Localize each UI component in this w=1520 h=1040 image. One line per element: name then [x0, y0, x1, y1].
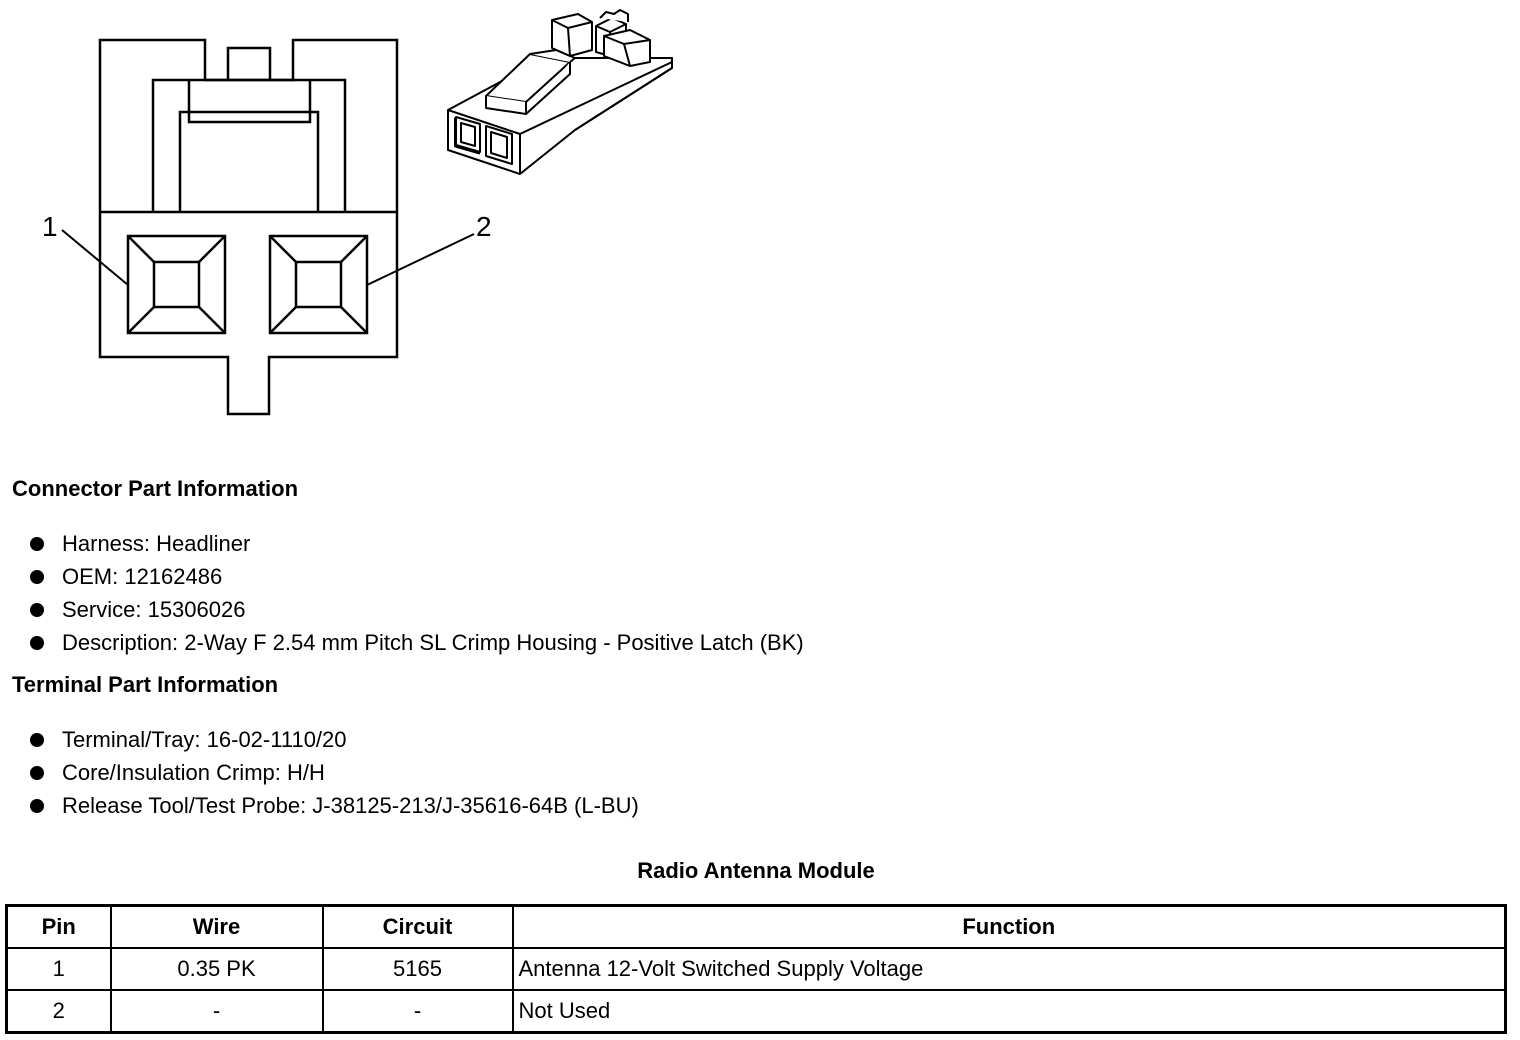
bullet-icon	[30, 766, 44, 780]
list-item: Terminal/Tray: 16-02-1110/20	[28, 723, 639, 756]
column-header-circuit: Circuit	[321, 904, 514, 949]
list-item: Core/Insulation Crimp: H/H	[28, 756, 639, 789]
bullet-icon	[30, 537, 44, 551]
pin-cell: 1	[5, 947, 112, 991]
bullet-icon	[30, 636, 44, 650]
pinout-table: Pin Wire Circuit Function 1 0.35 PK 5165…	[5, 904, 1507, 1034]
pin-2-cavity	[268, 234, 369, 335]
bullet-icon	[30, 603, 44, 617]
function-cell: Not Used	[511, 989, 1507, 1034]
list-item: Harness: Headliner	[28, 527, 804, 560]
table-header-row: Pin Wire Circuit Function	[5, 904, 1507, 949]
column-header-function: Function	[511, 904, 1507, 949]
table-row: 2 - - Not Used	[5, 989, 1507, 1034]
bullet-icon	[30, 799, 44, 813]
list-item: OEM: 12162486	[28, 560, 804, 593]
pin-1-cavity	[126, 234, 227, 335]
list-item: Release Tool/Test Probe: J-38125-213/J-3…	[28, 789, 639, 822]
table-row: 1 0.35 PK 5165 Antenna 12-Volt Switched …	[5, 947, 1507, 991]
wire-cell: -	[109, 989, 324, 1034]
column-header-wire: Wire	[109, 904, 324, 949]
circuit-cell: -	[321, 989, 514, 1034]
function-cell: Antenna 12-Volt Switched Supply Voltage	[511, 947, 1507, 991]
wire-cell: 0.35 PK	[109, 947, 324, 991]
table-title: Radio Antenna Module	[637, 858, 875, 883]
connector-diagram: 1 2	[42, 9, 673, 416]
bullet-icon	[30, 733, 44, 747]
terminal-part-info-list: Terminal/Tray: 16-02-1110/20 Core/Insula…	[28, 723, 639, 822]
connector-isometric-illustration	[447, 9, 673, 175]
terminal-part-info-heading: Terminal Part Information	[12, 672, 279, 697]
column-header-pin: Pin	[5, 904, 112, 949]
connector-part-info-heading: Connector Part Information	[12, 476, 299, 501]
bullet-icon	[30, 570, 44, 584]
list-item: Description: 2-Way F 2.54 mm Pitch SL Cr…	[28, 626, 804, 659]
pin-cell: 2	[5, 989, 112, 1034]
connector-face-outline	[98, 38, 399, 416]
list-item: Service: 15306026	[28, 593, 804, 626]
connector-part-info-list: Harness: Headliner OEM: 12162486 Service…	[28, 527, 804, 659]
circuit-cell: 5165	[321, 947, 514, 991]
pin-2-label: 2	[476, 211, 492, 242]
pin-1-label: 1	[42, 211, 58, 242]
latch-tab	[226, 46, 272, 80]
